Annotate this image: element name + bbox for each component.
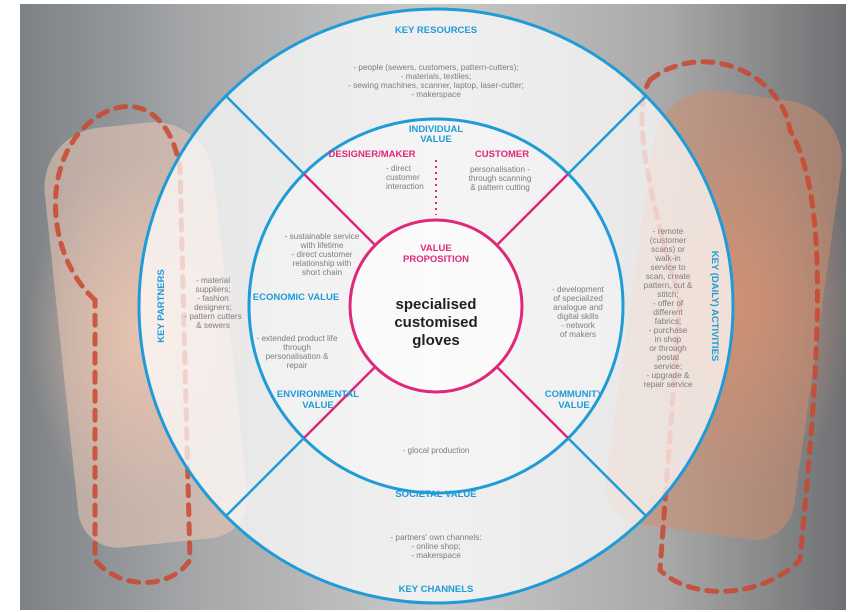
community-value-line: - network: [561, 321, 596, 330]
key-activities-line: walk-in: [654, 254, 681, 263]
economic-value-line: - sustainable service: [285, 232, 360, 241]
societal-value-title: SOCIETAL VALUE: [395, 489, 476, 500]
key-activities-line: pattern, cut &: [644, 281, 693, 290]
economic-value-line: with lifetime: [300, 241, 344, 250]
individual-value-title: INDIVIDUAL: [409, 124, 464, 135]
product-title-line: gloves: [412, 332, 460, 349]
key-channels-line: - makerspace: [411, 551, 461, 560]
key-channels-line: - partners' own channels:: [390, 533, 481, 542]
societal-value-line: - glocal production: [403, 446, 470, 455]
key-channels-title: KEY CHANNELS: [399, 584, 474, 595]
key-activities-line: - purchase: [649, 326, 688, 335]
key-activities-line: service to: [650, 263, 685, 272]
customer-title: CUSTOMER: [475, 149, 529, 160]
key-partners-line: - pattern cutters: [184, 312, 241, 321]
key-partners-title: KEY PARTNERS: [156, 269, 167, 343]
environmental-value-line: - extended product life: [256, 334, 337, 343]
center-circle: [348, 218, 524, 394]
community-value-line: of makers: [560, 330, 596, 339]
divider-ne-inner: [496, 173, 569, 246]
product-title-line: customised: [394, 314, 477, 331]
environmental-value-line: personalisation &: [266, 352, 329, 361]
key-resources-line: - makerspace: [411, 90, 461, 99]
economic-value-title: ECONOMIC VALUE: [253, 292, 339, 303]
environmental-value-title: ENVIRONMENTAL: [277, 389, 359, 400]
designer-maker-line: - direct: [386, 164, 412, 173]
divider-ne-outer: [567, 95, 647, 175]
key-partners-line: & sewers: [196, 321, 230, 330]
key-channels-line: - online shop;: [411, 542, 460, 551]
community-value-title: VALUE: [558, 400, 590, 411]
key-activities-line: repair service: [643, 380, 693, 389]
left-hand-outline: [52, 103, 193, 585]
key-activities-text: - remote (customer scans) or walk-in ser…: [643, 227, 693, 389]
key-resources-line: - sewing machines, scanner, laptop, lase…: [348, 81, 524, 90]
key-activities-line: fabrics;: [655, 317, 681, 326]
community-value-line: of specialized: [553, 294, 603, 303]
community-value-title: COMMUNITY: [545, 389, 604, 400]
economic-value-line: - direct customer: [292, 250, 353, 259]
key-activities-line: different: [653, 308, 683, 317]
divider-nw-outer: [225, 95, 305, 175]
environmental-value-line: through: [283, 343, 311, 352]
community-value-line: analogue and: [553, 303, 603, 312]
key-activities-line: or through: [649, 344, 687, 353]
key-activities-line: - offer of: [653, 299, 684, 308]
product-title-line: specialised: [396, 296, 477, 313]
key-partners-line: designers;: [194, 303, 232, 312]
divider-sw-inner: [303, 366, 376, 439]
customer-line: personalisation -: [470, 165, 530, 174]
value-proposition-label: VALUE: [420, 243, 452, 254]
key-activities-title: KEY (DAILY) ACTIVITIES: [709, 251, 720, 362]
key-activities-line: - remote: [653, 227, 684, 236]
divider-sw-outer: [225, 437, 305, 517]
key-partners-text: - material suppliers; - fashion designer…: [184, 276, 241, 330]
key-activities-line: in shop: [655, 335, 682, 344]
designer-maker-line: interaction: [386, 182, 424, 191]
key-resources-line: - people (sewers, customers, pattern-cut…: [353, 63, 518, 72]
designer-maker-title: DESIGNER/MAKER: [328, 149, 415, 160]
divider-nw-inner: [303, 173, 376, 246]
individual-value-title: VALUE: [420, 134, 452, 145]
key-activities-line: stitch;: [657, 290, 678, 299]
key-activities-line: scans) or: [651, 245, 685, 254]
key-activities-line: service;: [654, 362, 682, 371]
key-partners-line: - material: [196, 276, 230, 285]
economic-value-line: relationship with: [293, 259, 352, 268]
environmental-value-line: repair: [287, 361, 308, 370]
economic-value-line: short chain: [302, 268, 342, 277]
key-partners-line: suppliers;: [195, 285, 230, 294]
designer-maker-line: customer: [386, 173, 420, 182]
key-activities-line: scan, create: [646, 272, 691, 281]
community-value-line: - development: [552, 285, 605, 294]
divider-se-inner: [496, 366, 569, 439]
customer-line: & pattern cutting: [470, 183, 530, 192]
key-activities-line: postal: [657, 353, 679, 362]
key-resources-title: KEY RESOURCES: [395, 25, 477, 36]
key-activities-line: - upgrade &: [647, 371, 690, 380]
value-proposition-label: PROPOSITION: [403, 254, 469, 265]
key-resources-line: - materials, textiles;: [401, 72, 472, 81]
key-activities-line: (customer: [650, 236, 687, 245]
community-value-line: digital skills: [557, 312, 598, 321]
customer-line: through scanning: [469, 174, 532, 183]
environmental-value-title: VALUE: [302, 400, 334, 411]
divider-se-outer: [567, 437, 647, 517]
key-partners-line: - fashion: [197, 294, 229, 303]
